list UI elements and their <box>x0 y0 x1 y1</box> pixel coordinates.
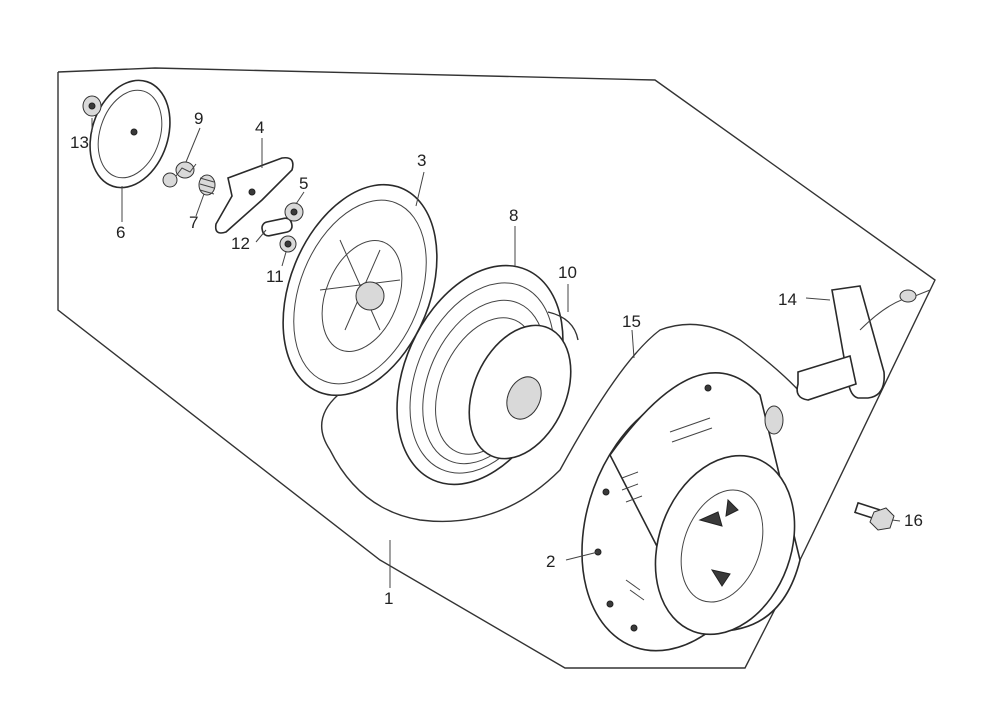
callout-11: 11 <box>266 267 284 286</box>
callout-14: 14 <box>778 290 797 309</box>
leader-14 <box>805 297 831 301</box>
callout-6: 6 <box>116 223 126 242</box>
callout-13: 13 <box>70 133 89 152</box>
part-6-friction-plate <box>89 79 171 189</box>
part-2-starter-case <box>581 371 801 652</box>
leader-16 <box>891 519 901 522</box>
part-13-nut <box>82 95 102 117</box>
part-14-starter-grip <box>796 285 931 401</box>
part-3-pulley <box>282 183 438 397</box>
part-4-ratchet-pawl <box>214 156 294 234</box>
leader-5 <box>295 191 305 205</box>
leader-15 <box>631 329 635 359</box>
leader-2 <box>565 551 599 561</box>
part-9-spring <box>162 161 197 188</box>
part-10-spring-hook <box>547 311 579 341</box>
callout-1: 1 <box>384 589 394 608</box>
callout-10: 10 <box>558 263 577 282</box>
part-11-washer <box>279 235 297 253</box>
leader-7 <box>195 193 205 217</box>
leader-3 <box>415 171 425 207</box>
callout-15: 15 <box>622 312 641 331</box>
part-5-washer <box>284 202 304 222</box>
callout-16: 16 <box>904 511 923 530</box>
callout-5: 5 <box>299 174 309 193</box>
callout-2: 2 <box>546 552 556 571</box>
callout-3: 3 <box>417 151 427 170</box>
part-15-starter-rope <box>321 323 801 523</box>
leader-11 <box>281 251 287 267</box>
leader-9 <box>185 127 201 163</box>
assembly-frame <box>57 67 936 669</box>
callout-4: 4 <box>255 118 265 137</box>
part-8-recoil-spring <box>396 264 572 486</box>
part-7-spring <box>198 174 216 196</box>
callout-8: 8 <box>509 206 519 225</box>
callout-12: 12 <box>231 234 250 253</box>
callout-9: 9 <box>194 109 204 128</box>
callout-7: 7 <box>189 213 199 232</box>
part-12-pin <box>261 217 293 237</box>
leader-12 <box>255 229 267 243</box>
part-16-bolt <box>853 501 895 531</box>
